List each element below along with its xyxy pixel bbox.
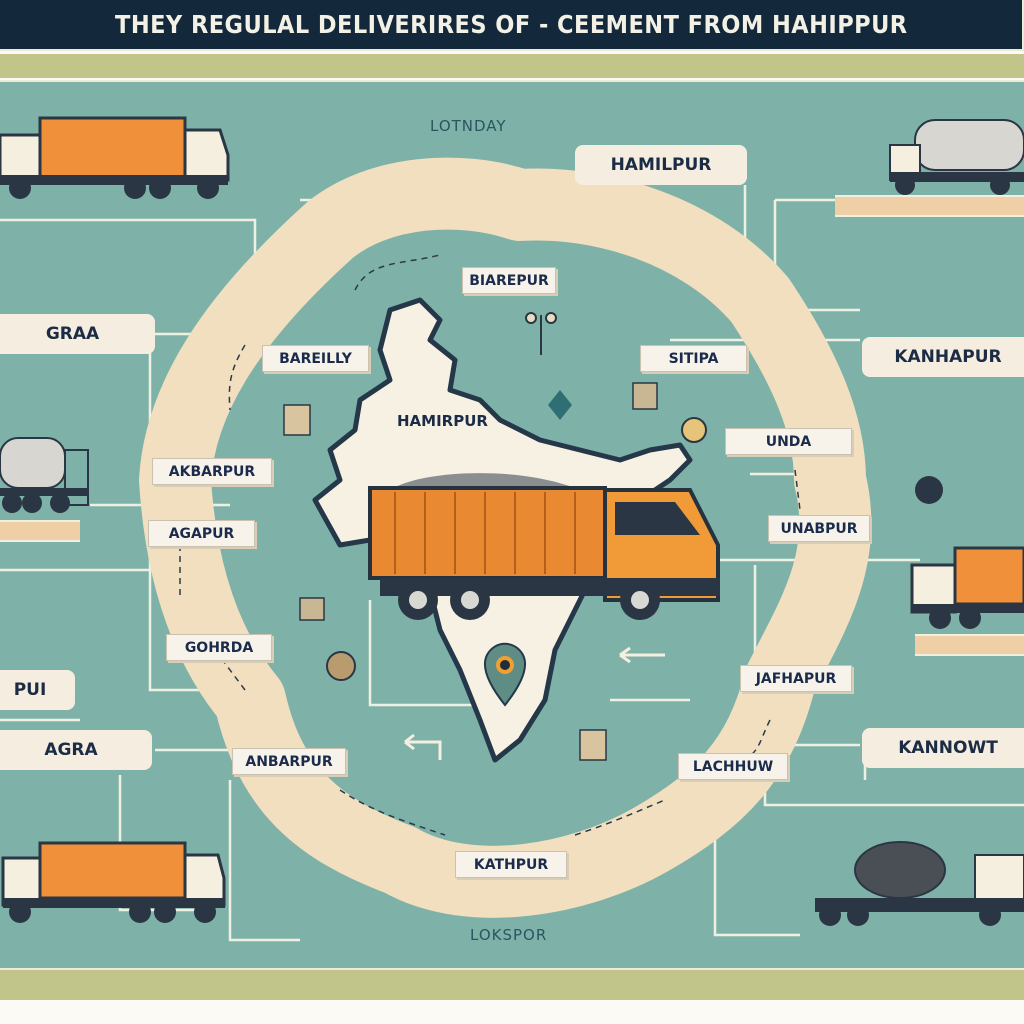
city-tag-unabpur: UNABPUR: [768, 515, 870, 542]
peach-bar: [915, 634, 1024, 656]
olive-band-top: [0, 54, 1024, 78]
city-tag-gohrda: GOHRDA: [166, 634, 272, 661]
title-bar: THEY REGULAL DELIVERIRES OF - CEEMENT FR…: [0, 0, 1024, 51]
peach-bar: [0, 520, 80, 542]
location-marker-icon: [548, 390, 572, 420]
top-label: LOTNDAY: [430, 117, 507, 135]
arrow-icon: [404, 733, 442, 760]
connector-line: [368, 600, 490, 707]
city-tag-biarepur: BIAREPUR: [462, 267, 556, 294]
side-label-graa: GRAA: [0, 314, 155, 354]
city-tag-lachhuw: LACHHUW: [678, 753, 788, 780]
dashed-routes: [179, 254, 801, 836]
city-tag-kathpur: KATHPUR: [455, 851, 567, 878]
city-tag-bareilly: BAREILLY: [262, 345, 369, 372]
map-pin-icon: [483, 642, 527, 707]
city-tag-agapur: AGAPUR: [148, 520, 255, 547]
arrow-icon: [619, 646, 665, 664]
side-label-kanhapur: KANHAPUR: [862, 337, 1024, 377]
truck-icon-bottom-left: [1, 841, 226, 923]
city-tag-anbarpur: ANBARPUR: [232, 748, 346, 775]
side-label-pui: PUI: [0, 670, 75, 710]
city-tag-akbarpur: AKBARPUR: [152, 458, 272, 485]
globe-icon: [326, 651, 356, 681]
box-icon: [579, 729, 607, 761]
city-tag-jafhapur: JAFHAPUR: [740, 665, 852, 692]
bottom-label: LOKSPOR: [470, 926, 548, 944]
connector-line: [118, 775, 210, 912]
truck-icon-right: [910, 546, 1024, 629]
city-tag-unda: UNDA: [725, 428, 852, 455]
side-label-kannowt: KANNOWT: [862, 728, 1024, 768]
map-center-label: HAMIRPUR: [397, 412, 488, 430]
grid-icon: [299, 597, 325, 621]
box-icon: [283, 404, 311, 436]
route-band: [139, 157, 872, 918]
lamp-post-icon: [525, 312, 557, 355]
cement-mixer-truck-icon: [815, 841, 1024, 926]
side-label-hamilpur: HAMILPUR: [575, 145, 747, 185]
olive-band-bottom: [0, 970, 1024, 1000]
side-label-agra: AGRA: [0, 730, 152, 770]
truck-icon-top-left: [0, 116, 230, 199]
page-title: THEY REGULAL DELIVERIRES OF - CEEMENT FR…: [114, 10, 908, 39]
tanker-truck-icon-top-right: [889, 119, 1024, 195]
grid-icon: [632, 382, 658, 410]
peach-bar: [835, 195, 1024, 217]
coin-icon: [681, 417, 707, 443]
city-tag-sitipa: SITIPA: [640, 345, 747, 372]
connector-line: [228, 780, 300, 942]
center-dump-truck-icon: [368, 473, 720, 620]
tanker-truck-icon-left: [0, 437, 89, 513]
cement-mixer-drum-icon: [915, 476, 943, 504]
